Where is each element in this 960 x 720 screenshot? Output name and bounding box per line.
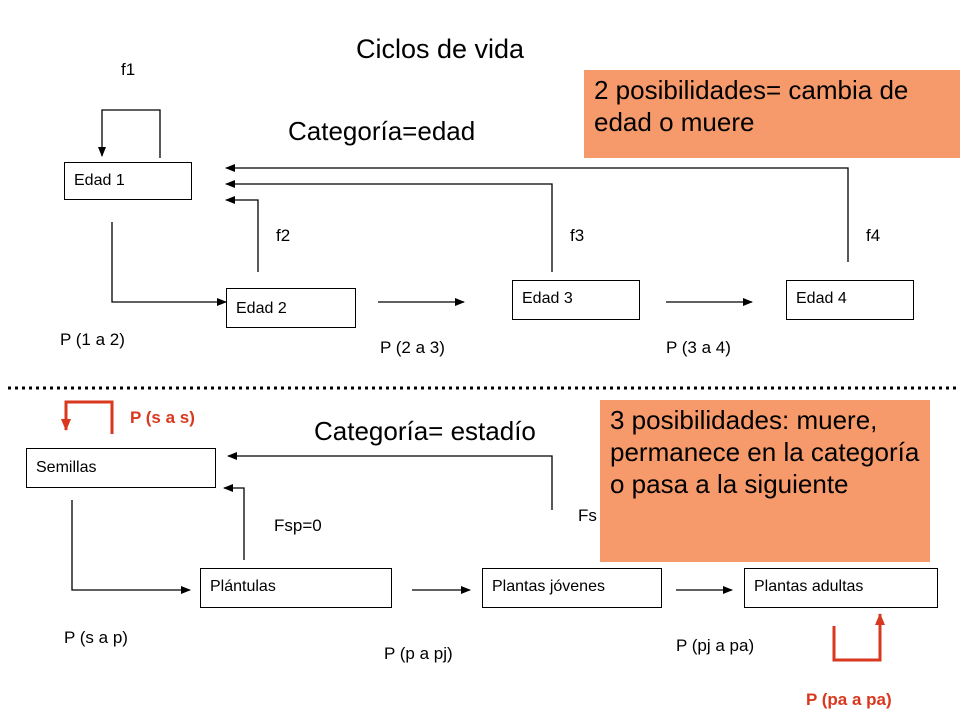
top-heading: Categoría=edad bbox=[288, 116, 476, 146]
fs-arrow bbox=[227, 452, 553, 510]
fsp-arrow bbox=[223, 484, 245, 560]
bottom-heading: Categoría= estadío bbox=[314, 416, 536, 446]
label-f2: f2 bbox=[276, 226, 291, 245]
f1-loop-arrow bbox=[98, 109, 161, 158]
label-p-pa-a-pa: P (pa a pa) bbox=[806, 690, 892, 709]
box-edad-1: Edad 1 bbox=[64, 162, 192, 200]
label-p-pj-a-pa: P (pj a pa) bbox=[676, 636, 755, 655]
box-edad-3: Edad 3 bbox=[512, 280, 640, 320]
label-f3: f3 bbox=[570, 226, 585, 245]
adults-stay-arrow bbox=[832, 613, 885, 662]
label-fs: Fs bbox=[578, 506, 597, 525]
box-edad-2: Edad 2 bbox=[226, 288, 356, 328]
box-edad-4: Edad 4 bbox=[786, 280, 914, 320]
label-f1: f1 bbox=[121, 60, 136, 79]
box-plantas-jovenes: Plantas jóvenes bbox=[482, 568, 662, 608]
f2-arrow bbox=[225, 196, 259, 272]
f4-arrow bbox=[225, 164, 849, 262]
box-plantulas: Plántulas bbox=[200, 568, 392, 608]
seeds-stay-arrow bbox=[61, 400, 114, 434]
top-note: 2 posibilidades= cambia de edad o muere bbox=[584, 70, 960, 158]
label-p-1-2: P (1 a 2) bbox=[60, 330, 125, 349]
bottom-note: 3 posibilidades: muere, permanece en la … bbox=[600, 400, 930, 562]
edad1-to-edad2-arrow bbox=[111, 222, 227, 306]
box-semillas: Semillas bbox=[26, 448, 216, 488]
label-p-s-a-p: P (s a p) bbox=[64, 628, 128, 647]
diagram-title: Ciclos de vida bbox=[356, 34, 525, 64]
box-plantas-adultas: Plantas adultas bbox=[744, 568, 938, 608]
label-p-3-4: P (3 a 4) bbox=[666, 338, 731, 357]
label-f4: f4 bbox=[866, 226, 881, 245]
label-p-p-a-pj: P (p a pj) bbox=[384, 644, 453, 663]
label-fsp: Fsp=0 bbox=[274, 516, 322, 535]
f3-arrow bbox=[225, 180, 553, 272]
semillas-to-plantulas-arrow bbox=[71, 500, 191, 594]
label-p-2-3: P (2 a 3) bbox=[380, 338, 445, 357]
label-p-s-a-s: P (s a s) bbox=[130, 408, 195, 427]
